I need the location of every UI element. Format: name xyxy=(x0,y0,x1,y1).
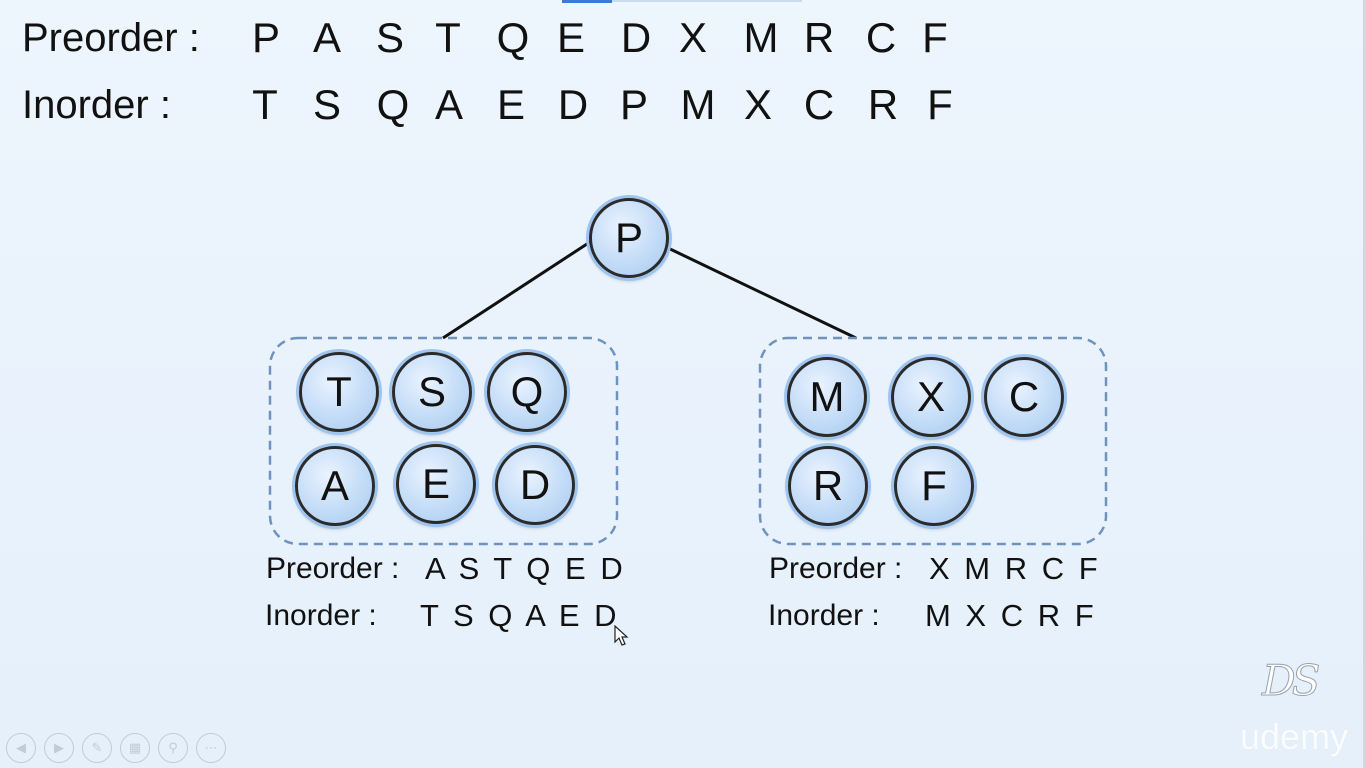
slides-icon[interactable]: ▦ xyxy=(120,733,150,763)
preorder-letter: P xyxy=(251,14,280,61)
preorder-letter: T xyxy=(435,14,461,61)
inorder-letter: S xyxy=(312,81,341,128)
inorder-letter: C xyxy=(803,81,835,128)
preorder-letter: M xyxy=(743,14,779,61)
right-edge-bar xyxy=(1363,0,1366,768)
node-left: A xyxy=(295,446,375,526)
edge-root-left xyxy=(442,240,591,340)
inorder-letter: A xyxy=(434,81,463,128)
preorder-letter: A xyxy=(312,14,341,61)
more-icon[interactable]: ⋯ xyxy=(196,733,226,763)
right-subtree-box xyxy=(758,336,1108,546)
top-progress-accent xyxy=(562,0,612,3)
inorder-letter: T xyxy=(252,81,278,128)
inorder-letter: P xyxy=(619,81,648,128)
inorder-letter: M xyxy=(680,81,716,128)
preorder-letter: C xyxy=(865,14,897,61)
left-preorder-label: Preorder : xyxy=(266,552,400,585)
right-inorder-label: Inorder : xyxy=(768,599,880,632)
node-left: Q xyxy=(487,352,567,432)
ds-logo: DS xyxy=(1261,656,1320,706)
top-progress-track xyxy=(612,0,802,2)
inorder-letter: X xyxy=(743,81,772,128)
inorder-letter: D xyxy=(557,81,589,128)
preorder-letter: D xyxy=(620,14,652,61)
pen-icon[interactable]: ✎ xyxy=(82,733,112,763)
edge-root-right xyxy=(667,246,857,340)
next-icon[interactable]: ▶ xyxy=(44,733,74,763)
node-right: C xyxy=(984,357,1064,437)
mouse-cursor-icon xyxy=(614,625,629,646)
inorder-letter: Q xyxy=(376,81,410,128)
zoom-icon[interactable]: ⚲ xyxy=(158,733,188,763)
node-left: D xyxy=(495,445,575,525)
inorder-letter: F xyxy=(927,81,953,128)
inorder-letter: E xyxy=(496,81,525,128)
left-inorder-label: Inorder : xyxy=(265,599,377,632)
node-right: X xyxy=(891,357,971,437)
preorder-letter: F xyxy=(922,14,948,61)
node-right: F xyxy=(894,446,974,526)
right-inorder-sequence: M X C R F xyxy=(925,598,1095,633)
udemy-logo: udemy xyxy=(1240,716,1349,757)
node-right: M xyxy=(787,357,867,437)
preorder-letter: R xyxy=(803,14,835,61)
inorder-letter: R xyxy=(867,81,899,128)
node-left: E xyxy=(396,444,476,524)
left-preorder-sequence: A S T Q E D xyxy=(425,551,624,586)
preorder-letter: X xyxy=(678,14,707,61)
preorder-letter: Q xyxy=(496,14,530,61)
node-right: R xyxy=(788,446,868,526)
left-inorder-sequence: T S Q A E D xyxy=(420,598,618,633)
left-subtree-box xyxy=(268,336,619,546)
right-preorder-sequence: X M R C F xyxy=(929,551,1099,586)
preorder-label: Preorder : xyxy=(22,16,200,60)
right-preorder-label: Preorder : xyxy=(769,552,903,585)
node-left: S xyxy=(392,352,472,432)
preorder-letter: E xyxy=(556,14,585,61)
inorder-label: Inorder : xyxy=(22,83,171,127)
node-root: P xyxy=(589,198,669,278)
previous-icon[interactable]: ◀ xyxy=(6,733,36,763)
node-left: T xyxy=(299,352,379,432)
preorder-letter: S xyxy=(375,14,404,61)
player-controls: ◀ ▶ ✎ ▦ ⚲ ⋯ xyxy=(6,733,226,763)
